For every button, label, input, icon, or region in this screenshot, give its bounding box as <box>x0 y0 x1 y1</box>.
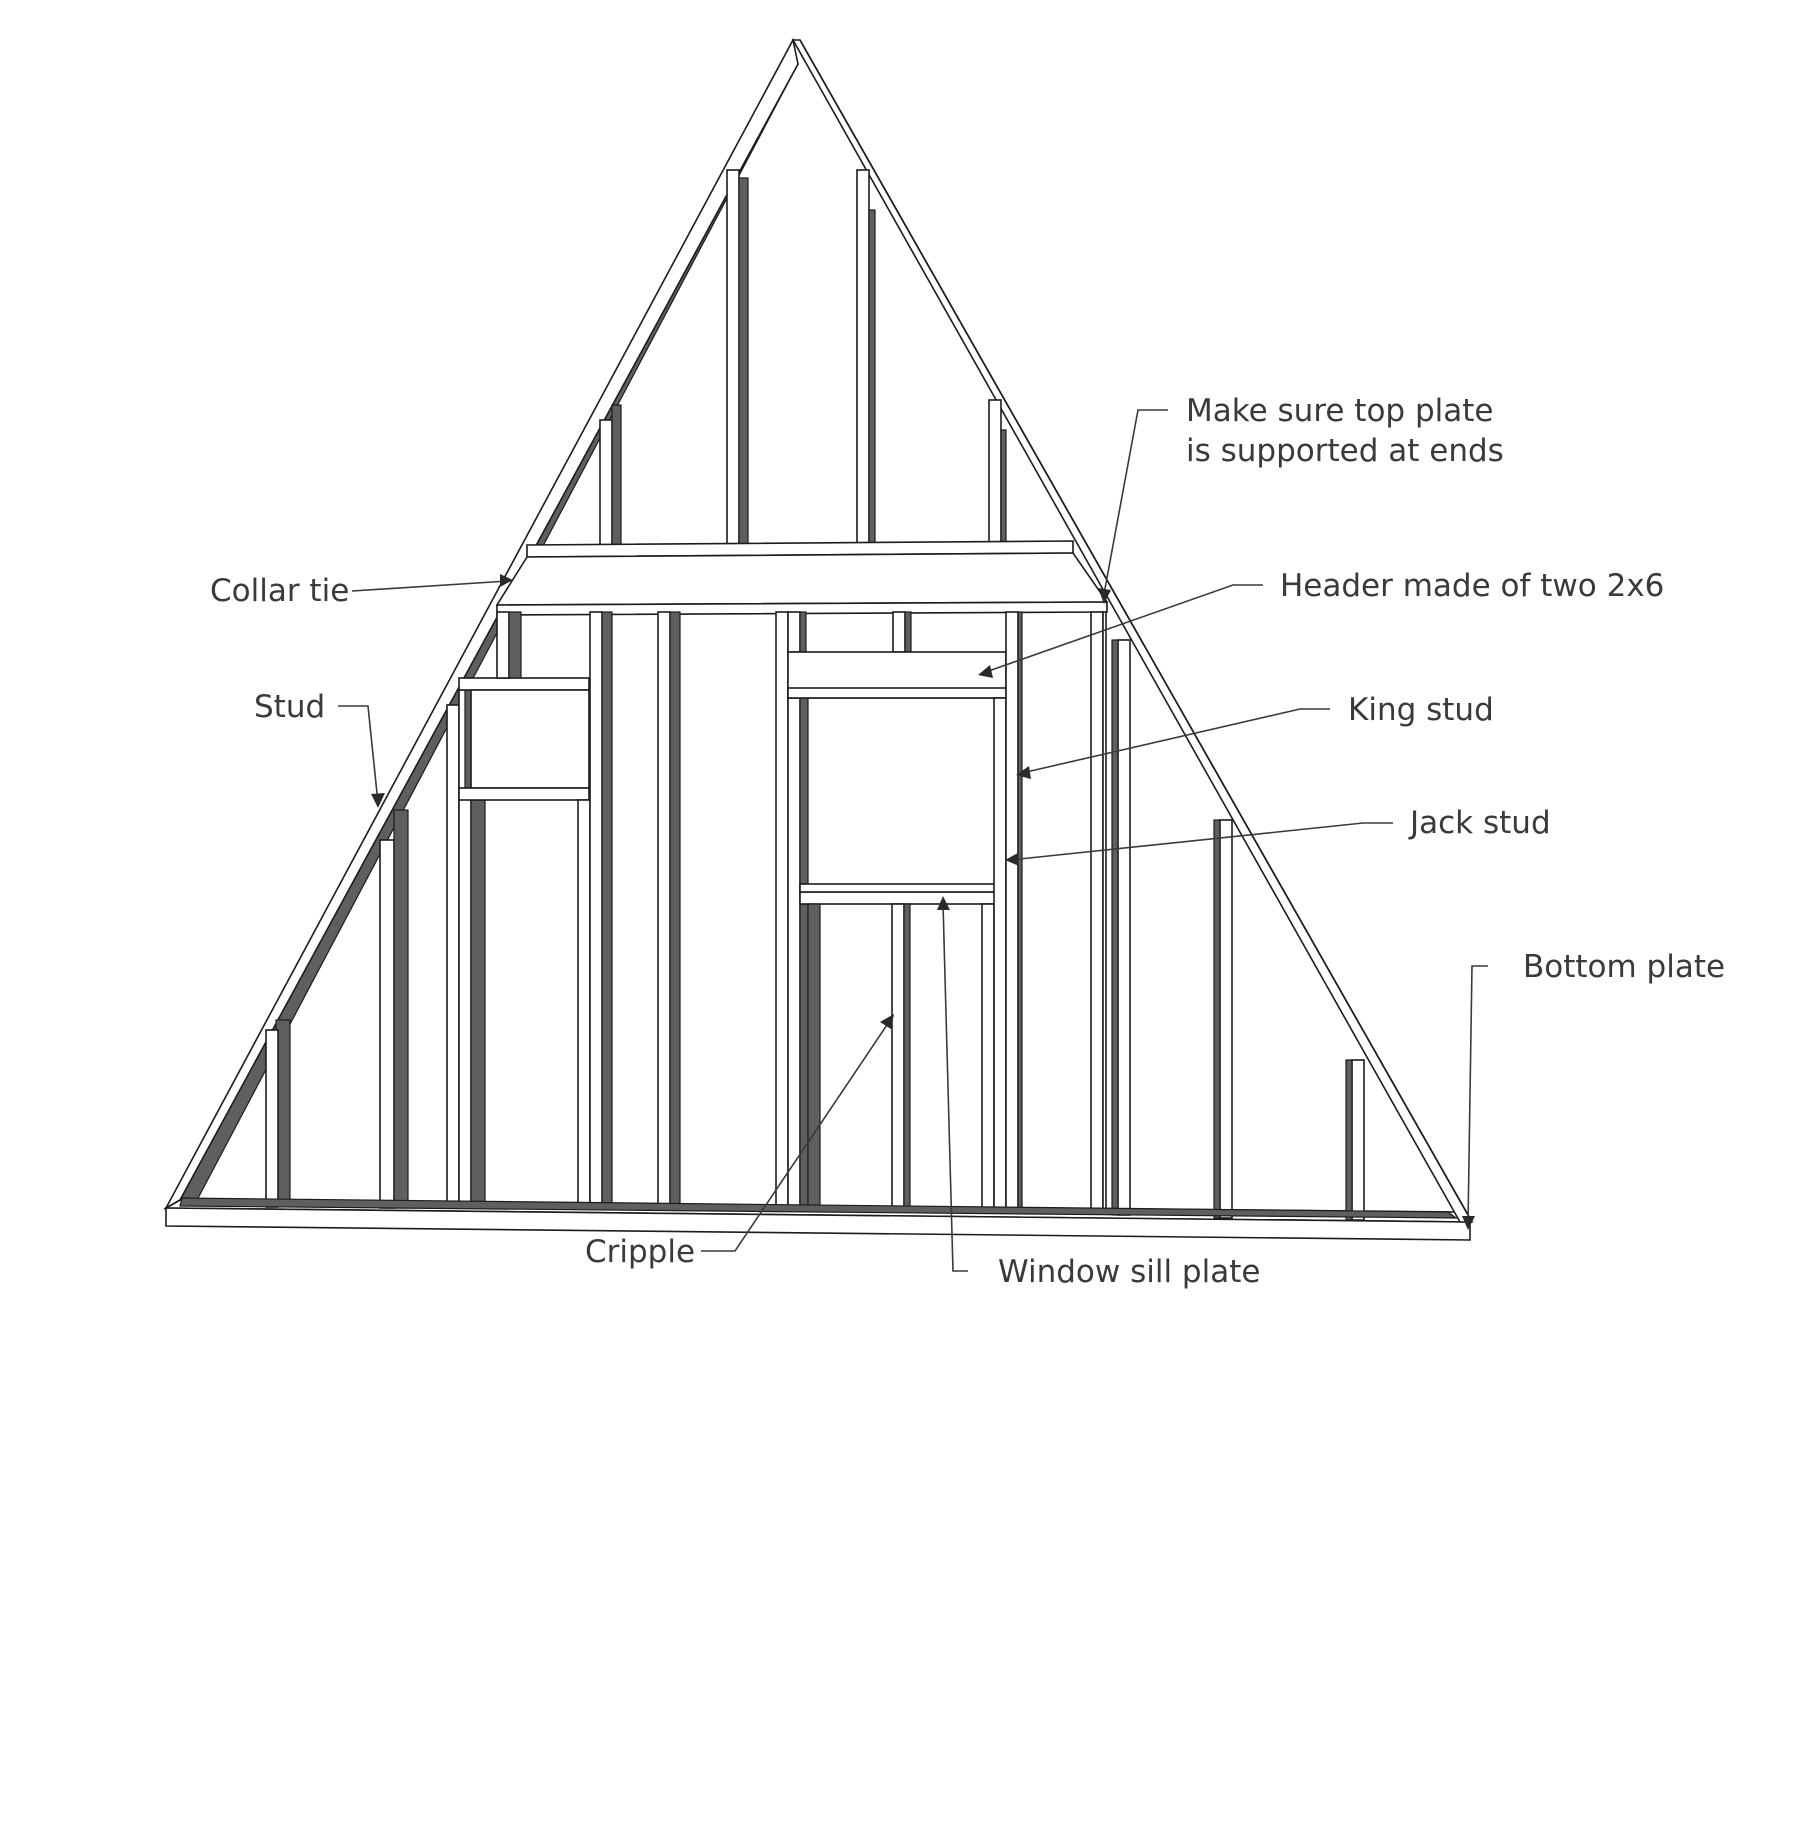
cripple <box>891 903 905 1209</box>
stud <box>799 903 809 1209</box>
king-stud <box>775 611 789 1209</box>
bottom-plate-inner-shade <box>179 1197 1458 1219</box>
stud <box>599 419 613 546</box>
cripple <box>807 903 821 1209</box>
stud <box>868 209 876 546</box>
stud <box>379 839 395 1209</box>
stud <box>1345 1059 1353 1221</box>
bottom-plate <box>165 1207 1471 1241</box>
header-face <box>470 689 590 789</box>
king-stud <box>1005 611 1019 1209</box>
label-cripple: Cripple <box>585 1234 695 1270</box>
stud <box>1000 429 1007 546</box>
collar-tie-face <box>495 552 1109 606</box>
stud <box>799 697 809 895</box>
stud <box>265 1029 279 1208</box>
label-stud: Stud <box>254 689 325 725</box>
cripple-top <box>904 611 912 653</box>
label-window-sill-plate: Window sill plate <box>998 1254 1260 1290</box>
stud <box>738 177 749 546</box>
stud <box>1090 611 1104 1213</box>
king-stud-shade <box>1017 611 1023 1209</box>
stud <box>1213 819 1221 1219</box>
header-bottom <box>787 687 1007 699</box>
label-bottom-plate: Bottom plate <box>1523 949 1725 985</box>
stud <box>1351 1059 1365 1221</box>
gable-frame <box>163 37 1474 1241</box>
stud <box>601 611 613 1209</box>
stud <box>726 169 740 546</box>
cripple <box>508 611 522 679</box>
label-jack-stud: Jack stud <box>1408 805 1551 841</box>
cripple <box>981 903 995 1209</box>
jack-stud <box>577 799 591 1209</box>
label-top-plate-note-1: Make sure top plate <box>1186 393 1493 429</box>
stud <box>669 611 681 1209</box>
jack-stud <box>993 697 1007 1209</box>
upper-gable-studs <box>599 169 1007 546</box>
king-stud <box>446 704 460 1209</box>
stud <box>611 404 622 546</box>
stud <box>1219 819 1233 1219</box>
stud <box>393 809 409 1209</box>
wall-studs <box>265 611 1365 1221</box>
label-collar-tie: Collar tie <box>210 573 349 609</box>
cripple-top <box>799 611 807 653</box>
window-sill-plate <box>799 891 997 905</box>
stud <box>856 169 870 546</box>
stud <box>988 399 1002 546</box>
cripple-top <box>892 611 906 653</box>
label-header: Header made of two 2x6 <box>1280 568 1664 604</box>
sill <box>458 787 590 801</box>
stud <box>470 799 486 1209</box>
cripple <box>903 903 911 1209</box>
label-top-plate-note-2: is supported at ends <box>1186 433 1504 469</box>
cripple <box>496 611 510 679</box>
collar-tie <box>495 540 1109 616</box>
stud <box>657 611 671 1209</box>
jack-stud <box>787 697 801 1209</box>
cripple-top <box>787 611 801 653</box>
window-sill-plate-top <box>799 883 997 893</box>
annotations: Make sure top plate is supported at ends… <box>210 393 1725 1290</box>
stud <box>1117 639 1131 1216</box>
label-king-stud: King stud <box>1348 692 1494 728</box>
stud <box>589 611 603 1209</box>
left-rafter <box>163 37 799 1211</box>
stud <box>1102 611 1107 1213</box>
stud <box>1111 639 1119 1216</box>
header <box>458 677 590 691</box>
